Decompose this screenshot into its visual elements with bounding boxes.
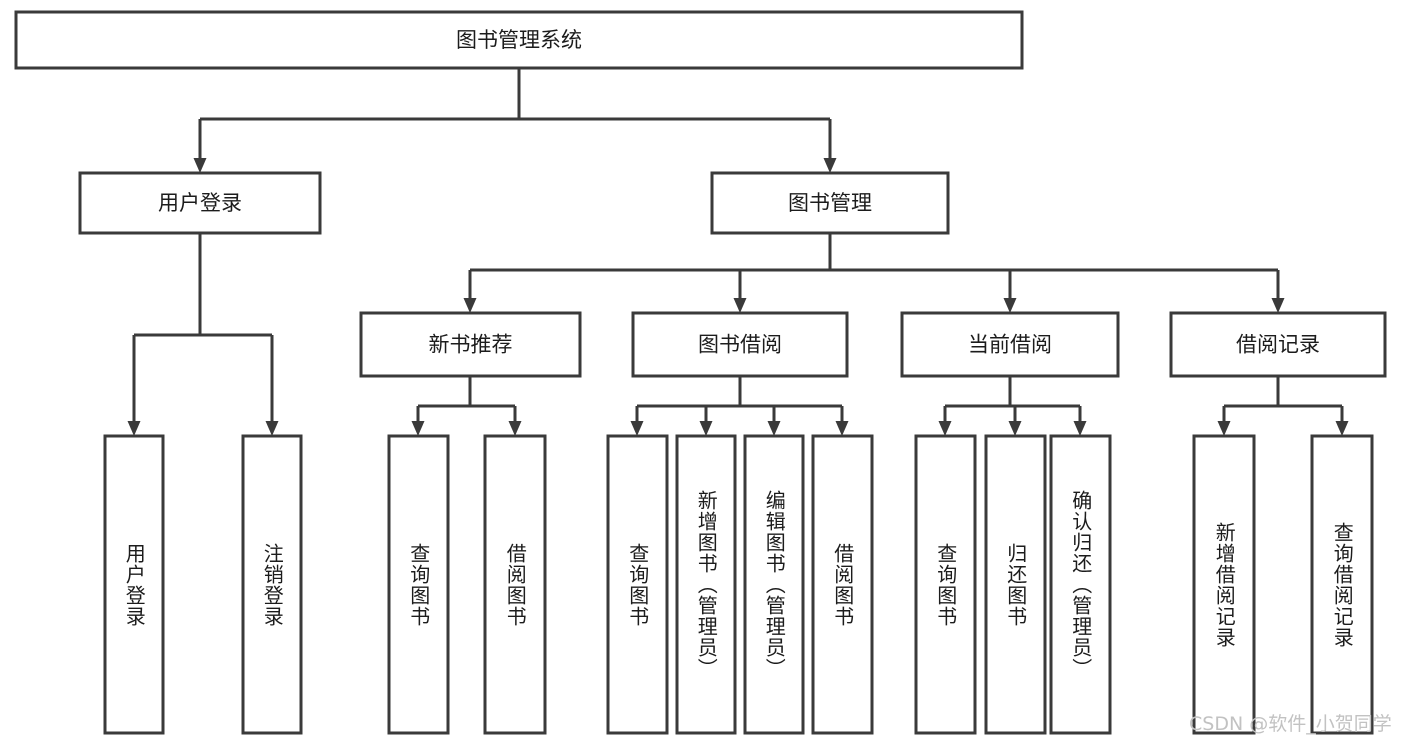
node-label-newbook: 新书推荐 <box>429 333 513 357</box>
node-box-leaf-add-record[interactable] <box>1192 434 1256 735</box>
connector-group-conn-root <box>193 68 837 173</box>
node-label-current: 当前借阅 <box>968 333 1052 357</box>
arrow-head-icon <box>127 421 141 436</box>
arrow-head-icon <box>1008 421 1022 436</box>
node-box-borrow[interactable] <box>631 311 849 378</box>
node-box-leaf-borrow-book-new[interactable] <box>483 434 547 735</box>
connector-layer <box>127 68 1349 436</box>
node-box-leaf-user-login[interactable] <box>103 434 165 735</box>
arrow-head-icon <box>733 298 747 313</box>
arrow-head-icon <box>1335 421 1349 436</box>
node-box-records[interactable] <box>1169 311 1387 378</box>
node-label-bookmgmt: 图书管理 <box>788 191 872 215</box>
node-box-leaf-user-logout[interactable] <box>241 434 303 735</box>
node-box-leaf-query-book-new[interactable] <box>387 434 450 735</box>
node-box-leaf-confirm-return[interactable] <box>1049 434 1112 735</box>
connector-group-conn-records <box>1217 376 1349 436</box>
arrow-head-icon <box>823 158 837 173</box>
connector-group-conn-newbook <box>411 376 522 436</box>
node-box-bookmgmt[interactable] <box>710 171 950 235</box>
arrow-head-icon <box>1217 421 1231 436</box>
node-box-current[interactable] <box>900 311 1120 378</box>
node-box-leaf-query-book[interactable] <box>606 434 669 735</box>
arrow-head-icon <box>938 421 952 436</box>
node-box-leaf-edit-book[interactable] <box>743 434 805 735</box>
arrow-head-icon <box>1271 298 1285 313</box>
arrow-head-icon <box>411 421 425 436</box>
arrow-head-icon <box>265 421 279 436</box>
arrow-head-icon <box>1003 298 1017 313</box>
arrow-head-icon <box>193 158 207 173</box>
node-box-layer <box>14 10 1387 735</box>
node-box-leaf-query-record[interactable] <box>1310 434 1374 735</box>
watermark-text: CSDN @软件_小贺同学 <box>1189 713 1392 735</box>
connector-group-conn-login <box>127 233 279 436</box>
node-label-login: 用户登录 <box>158 191 242 215</box>
node-box-leaf-add-book[interactable] <box>675 434 737 735</box>
connector-group-conn-bookmgmt <box>463 233 1285 313</box>
node-box-newbook[interactable] <box>359 311 582 378</box>
arrow-head-icon <box>699 421 713 436</box>
node-box-leaf-query-book-cur[interactable] <box>914 434 977 735</box>
arrow-head-icon <box>835 421 849 436</box>
arrow-head-icon <box>463 298 477 313</box>
arrow-head-icon <box>767 421 781 436</box>
node-box-leaf-return-book[interactable] <box>984 434 1047 735</box>
node-label-root: 图书管理系统 <box>456 28 582 52</box>
node-box-root[interactable] <box>14 10 1024 70</box>
node-label-records: 借阅记录 <box>1236 333 1320 357</box>
arrow-head-icon <box>630 421 644 436</box>
connector-group-conn-borrow <box>630 376 849 436</box>
node-box-login[interactable] <box>78 171 322 235</box>
arrow-head-icon <box>508 421 522 436</box>
node-box-leaf-borrow-book[interactable] <box>811 434 874 735</box>
connector-group-conn-current <box>938 376 1087 436</box>
arrow-head-icon <box>1073 421 1087 436</box>
node-label-borrow: 图书借阅 <box>698 333 782 357</box>
